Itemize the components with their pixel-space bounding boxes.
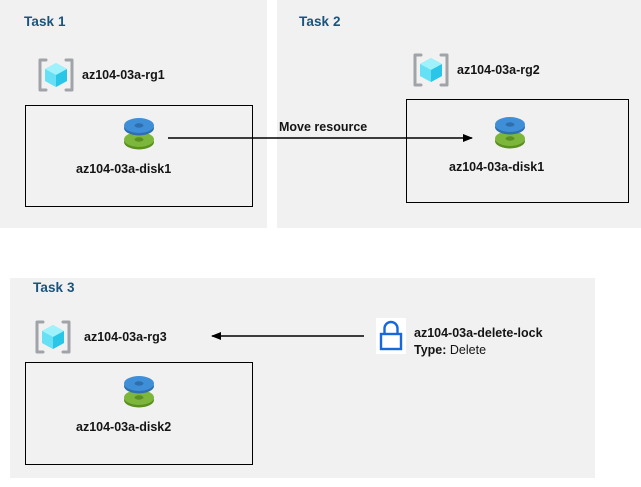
panel-task-3 [10, 278, 595, 478]
lock-type-row: Type: Delete [414, 343, 486, 357]
resource-container-task-2 [406, 99, 629, 203]
managed-disk-icon [121, 113, 157, 153]
resource-group-icon [411, 50, 451, 90]
resource-group-label-task-3: az104-03a-rg3 [84, 330, 167, 344]
resource-container-task-1 [25, 105, 253, 207]
panel-title-task-2: Task 2 [299, 14, 341, 29]
lock-type-value: Delete [449, 343, 487, 357]
resource-label-task-2: az104-03a-disk1 [449, 160, 545, 174]
managed-disk-icon [121, 371, 157, 411]
resource-group-icon [36, 55, 76, 95]
connector-label-move-resource: Move resource [279, 120, 368, 134]
panel-task-1 [0, 0, 267, 228]
panel-title-task-3: Task 3 [33, 280, 75, 295]
resource-group-label-task-1: az104-03a-rg1 [82, 68, 165, 82]
resource-group-icon [33, 317, 73, 357]
resource-container-task-3 [25, 362, 253, 465]
lock-label: az104-03a-delete-lock [414, 326, 543, 340]
lock-type-key: Type: [414, 343, 447, 357]
resource-label-task-3: az104-03a-disk2 [76, 420, 172, 434]
panel-title-task-1: Task 1 [24, 14, 66, 29]
lock-icon [376, 318, 406, 354]
managed-disk-icon [492, 112, 528, 152]
resource-label-task-1: az104-03a-disk1 [76, 162, 172, 176]
panel-task-2 [277, 0, 641, 228]
resource-group-label-task-2: az104-03a-rg2 [457, 63, 540, 77]
